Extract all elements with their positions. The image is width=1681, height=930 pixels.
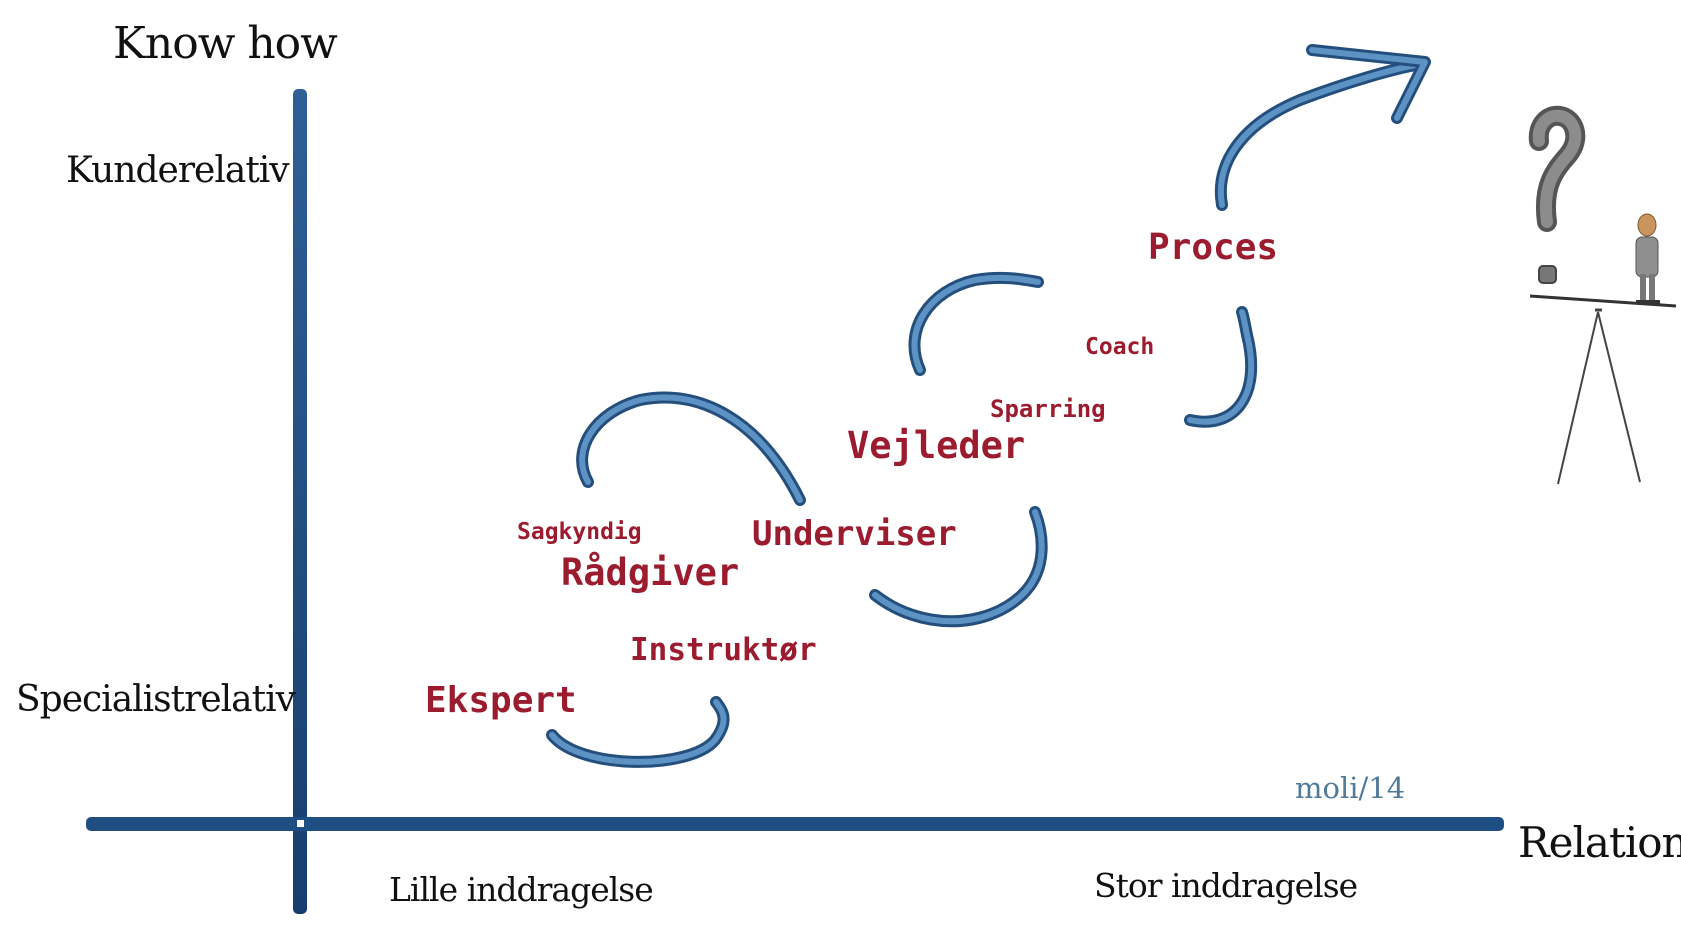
y-axis-line	[293, 89, 307, 914]
role-label-ekspert: Ekspert	[425, 680, 577, 721]
role-label-sparring: Sparring	[990, 395, 1106, 423]
x-axis-line	[86, 817, 1504, 831]
spiral-segment-4	[908, 271, 1044, 376]
signature: moli/14	[1295, 771, 1406, 805]
growth-spiral	[546, 44, 1431, 768]
role-label-sagkyndig: Sagkyndig	[517, 519, 642, 545]
axis-origin-mark	[297, 820, 304, 827]
role-label-vejleder: Vejleder	[847, 424, 1026, 467]
illustration	[1528, 105, 1677, 485]
role-label-proces: Proces	[1148, 227, 1279, 268]
x-axis-title: Relation	[1518, 818, 1681, 867]
seesaw-icon	[1529, 294, 1677, 485]
role-label-instruktor: Instruktør	[630, 632, 817, 668]
spiral-segment-6	[1214, 58, 1428, 211]
y-axis-bottom-label: Specialistrelativ	[16, 679, 296, 720]
y-axis-top-label: Kunderelativ	[66, 150, 290, 191]
axes	[86, 89, 1504, 914]
x-axis-right-label: Stor inddragelse	[1094, 866, 1358, 905]
y-axis-title: Know how	[113, 18, 338, 69]
person-icon	[1635, 213, 1660, 304]
x-axis-left-label: Lille inddragelse	[389, 870, 654, 909]
role-label-coach: Coach	[1085, 334, 1155, 360]
question-mark-icon	[1528, 105, 1586, 284]
role-label-underviser: Underviser	[752, 514, 957, 554]
role-label-radgiver: Rådgiver	[561, 551, 740, 594]
